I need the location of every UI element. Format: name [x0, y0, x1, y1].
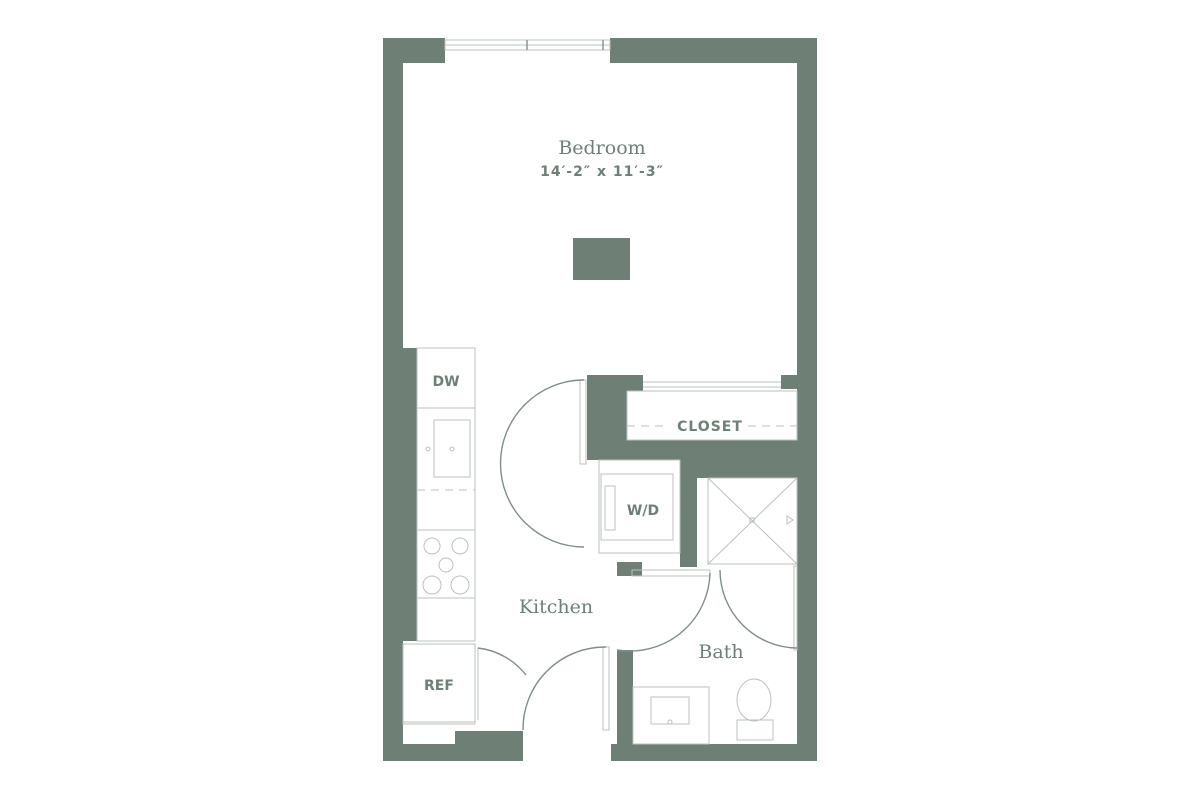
- bedroom-dimensions: 14′-2″ x 11′-3″: [540, 164, 664, 180]
- refrigerator: [402, 643, 476, 725]
- kitchen-sink: [425, 419, 471, 478]
- shower: [707, 477, 798, 565]
- bedroom-window: [444, 39, 611, 51]
- bath-label: Bath: [698, 641, 743, 663]
- closet: [626, 381, 798, 441]
- washer-dryer: [598, 459, 681, 554]
- exterior-walls: [383, 38, 817, 761]
- kitchen-label: Kitchen: [519, 596, 593, 618]
- bedroom-label: Bedroom: [558, 137, 645, 159]
- doors: [477, 379, 798, 731]
- bath-vanity: [632, 686, 710, 745]
- closet-label: CLOSET: [677, 419, 743, 435]
- refrigerator-label: REF: [424, 678, 454, 694]
- cooktop: [416, 529, 476, 599]
- bedroom-rug: [573, 238, 630, 280]
- kitchen-counter: [416, 347, 476, 642]
- washer-dryer-label: W/D: [627, 503, 659, 519]
- toilet: [736, 678, 774, 741]
- dishwasher-label: DW: [432, 374, 459, 390]
- interior-walls: [587, 375, 797, 761]
